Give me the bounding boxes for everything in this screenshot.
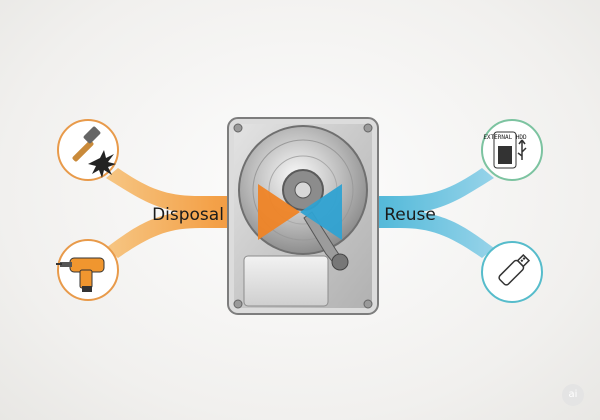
external-hdd-icon: EXTERNAL HDD xyxy=(481,119,543,181)
power-drill-icon xyxy=(56,239,119,301)
ai-badge: ai xyxy=(562,384,584,406)
hard-drive-illustration xyxy=(227,117,379,315)
external-hdd-label: EXTERNAL HDD xyxy=(483,134,527,141)
usb-drive-icon xyxy=(481,241,543,303)
reuse-label: Reuse xyxy=(384,205,436,225)
reuse-flow-arrow xyxy=(302,168,494,258)
hammer-smash-icon xyxy=(57,119,119,181)
disposal-flow-arrow xyxy=(106,168,298,258)
disposal-label: Disposal xyxy=(152,205,224,225)
disposal-arrowhead xyxy=(258,184,300,240)
reuse-arrowhead xyxy=(300,184,342,240)
